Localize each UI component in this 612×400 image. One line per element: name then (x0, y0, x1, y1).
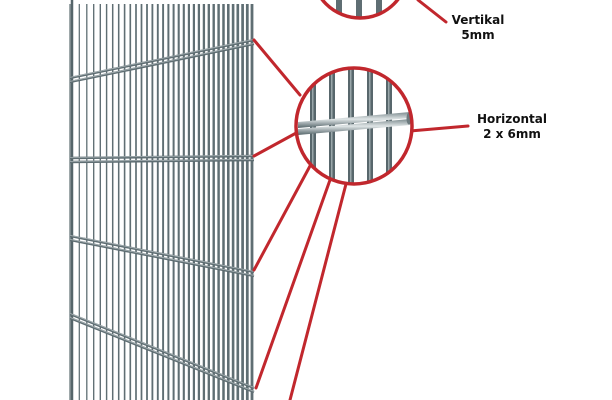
leader-line-lower-2 (254, 178, 332, 390)
fence-wire-highlight (69, 313, 255, 388)
fence-horizontal-wire (69, 158, 255, 164)
vertical-wire-label-size: 5mm (461, 28, 495, 42)
fence-horizontal-wire (69, 38, 255, 80)
horizontal-wire-label-size: 2 x 6mm (483, 127, 541, 141)
fence-horizontal-wire (69, 316, 255, 394)
leader-line-horizontal (408, 124, 470, 133)
fence-wire-highlight (69, 239, 255, 276)
leader-line-middle (252, 130, 300, 158)
callout-leader-lines (252, 0, 470, 400)
fence-wire-highlight (69, 43, 255, 82)
fence-horizontal-wire (69, 234, 255, 274)
leader-line-vertikal (416, 0, 448, 24)
horizontal-wire-detail-circle (294, 66, 414, 186)
horizontal-wire-label: Horizontal 2 x 6mm (462, 112, 562, 142)
fence-horizontal-wire (69, 154, 255, 160)
vertical-wire-detail-circle (312, 0, 408, 20)
horizontal-wire-label-title: Horizontal (476, 112, 548, 126)
fence-wire-highlight (69, 155, 255, 158)
leader-line-lower-3 (288, 182, 348, 400)
fence-wire-highlight (69, 159, 255, 162)
fence-wire-highlight (69, 317, 255, 392)
fence-wire-highlight (69, 39, 255, 78)
vertical-wire-label-title: Vertikal (451, 13, 505, 27)
fence-horizontal-wire (69, 312, 255, 390)
leader-line-top (252, 38, 302, 97)
fence-horizontal-wire (69, 42, 255, 84)
fence-horizontal-wire (69, 238, 255, 278)
leader-line-lower-1 (252, 164, 312, 272)
vertical-wire-label: Vertikal 5mm (436, 13, 520, 43)
fence-wire-highlight (69, 235, 255, 272)
fence-mesh-panel (69, 0, 255, 400)
